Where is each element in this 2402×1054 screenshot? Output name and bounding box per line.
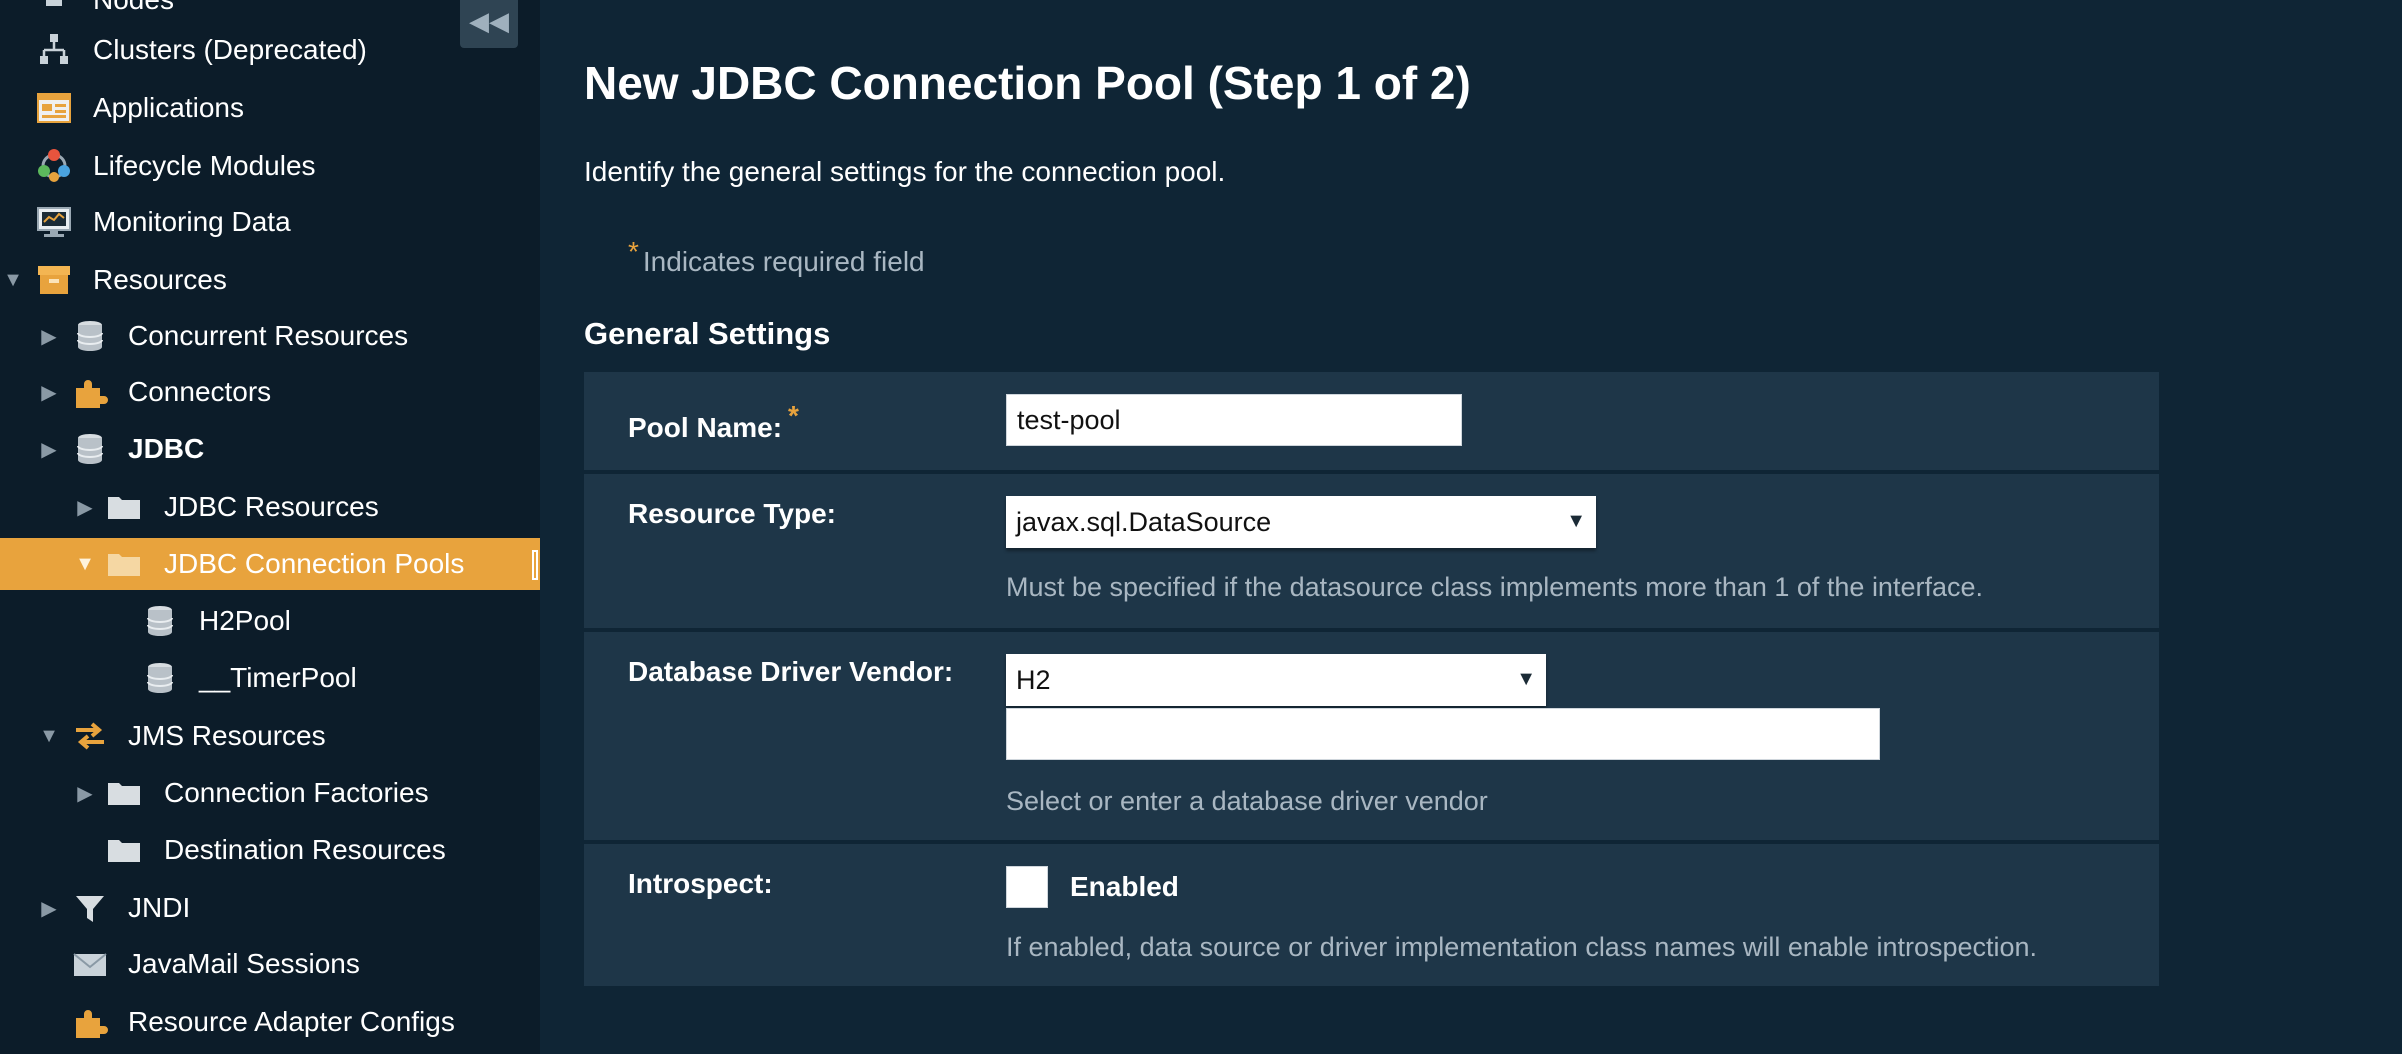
tree-item-jdbc[interactable]: ▶ JDBC (0, 423, 540, 475)
resources-box-icon (38, 266, 70, 294)
database-icon (77, 434, 103, 464)
double-chevron-left-icon: ◀◀ (469, 5, 509, 36)
expand-toggle-icon[interactable]: ▶ (41, 897, 57, 920)
tree-item-applications[interactable]: Applications (0, 82, 540, 134)
pool-name-row: Pool Name:* (584, 372, 2159, 470)
db-driver-vendor-help: Select or enter a database driver vendor (1006, 786, 1488, 816)
tree-item-resources[interactable]: ▼ Resources (0, 254, 540, 306)
tree-item-nodes[interactable]: Nodes (0, 0, 540, 26)
tree-item-jdbc-resources[interactable]: ▶ JDBC Resources (0, 481, 540, 533)
puzzle-icon (76, 1010, 108, 1038)
tree-item-jdbc-connection-pools[interactable]: ▼ JDBC Connection Pools (0, 538, 540, 590)
puzzle-icon (76, 380, 108, 408)
db-driver-vendor-custom-input[interactable] (1006, 708, 1880, 760)
tree-item-label: JMS Resources (128, 720, 326, 751)
db-driver-vendor-label: Database Driver Vendor: (628, 656, 954, 687)
tree-item-label: Connection Factories (164, 777, 429, 808)
tree-item-h2pool[interactable]: H2Pool (0, 595, 540, 647)
tree-item-label: Connectors (128, 376, 272, 407)
expand-toggle-icon[interactable]: ▶ (77, 496, 93, 519)
tree-item-label: H2Pool (199, 605, 291, 636)
dropdown-arrow-icon: ▼ (1516, 668, 1536, 690)
collapse-sidebar-button[interactable]: ◀◀ (460, 0, 518, 48)
clusters-icon (40, 34, 68, 64)
tree-item-lifecycle-modules[interactable]: Lifecycle Modules (0, 140, 540, 192)
funnel-icon (76, 896, 104, 922)
expand-toggle-icon[interactable]: ▶ (41, 438, 57, 461)
tree-item-monitoring-data[interactable]: Monitoring Data (0, 196, 540, 248)
db-driver-vendor-select[interactable]: H2 ▼ (1006, 654, 1546, 706)
folder-icon (108, 840, 140, 862)
monitoring-data-icon (37, 207, 71, 237)
tree-item-label: JavaMail Sessions (128, 948, 360, 979)
tree-item-label: Nodes (93, 0, 174, 16)
required-marker: * (788, 400, 799, 431)
tree-item-connectors[interactable]: ▶ Connectors (0, 366, 540, 418)
tree-item-label: Lifecycle Modules (93, 150, 316, 181)
required-note-text: Indicates required field (642, 246, 925, 277)
page-title: New JDBC Connection Pool (Step 1 of 2) (584, 57, 1471, 109)
applications-icon (37, 93, 71, 123)
tree-item-clusters[interactable]: Clusters (Deprecated) (0, 24, 540, 76)
database-icon (147, 663, 173, 693)
tree-item-label: Resources (93, 264, 227, 295)
expand-toggle-icon[interactable]: ▶ (77, 782, 93, 805)
tree-item-label: Concurrent Resources (128, 320, 409, 351)
expand-toggle-icon[interactable]: ▼ (75, 552, 95, 575)
tree-item-label: JDBC (128, 433, 205, 464)
expand-toggle-icon[interactable]: ▶ (41, 325, 57, 348)
tree-item-label: __TimerPool (199, 662, 357, 693)
resource-type-help: Must be specified if the datasource clas… (1006, 572, 1983, 602)
tree-item-concurrent-resources[interactable]: ▶ Concurrent Resources (0, 310, 540, 362)
db-driver-vendor-row: Database Driver Vendor: H2 ▼ Select or e… (584, 632, 2159, 840)
exchange-arrows-icon (76, 722, 104, 750)
required-marker: * (628, 236, 639, 267)
resource-type-select[interactable]: javax.sql.DataSource ▼ (1006, 496, 1596, 548)
lifecycle-modules-icon (38, 149, 70, 182)
expand-toggle-icon[interactable]: ▶ (41, 381, 57, 404)
tree-item-jndi[interactable]: ▶ JNDI (0, 882, 540, 934)
navigation-tree: Nodes Clusters (Deprecated) Applications (0, 0, 540, 1054)
tree-item-label: Monitoring Data (93, 206, 291, 237)
tree-item-jms-resources[interactable]: ▼ JMS Resources (0, 710, 540, 762)
tree-item-label: Clusters (Deprecated) (93, 34, 367, 65)
pool-name-input[interactable] (1006, 394, 1462, 446)
page-help-text: Identify the general settings for the co… (584, 156, 1226, 187)
tree-item-javamail-sessions[interactable]: JavaMail Sessions (0, 938, 540, 990)
pool-name-label: Pool Name:* (628, 400, 803, 444)
tree-item-timerpool[interactable]: __TimerPool (0, 652, 540, 704)
introspect-help: If enabled, data source or driver implem… (1006, 932, 2038, 962)
database-icon (147, 606, 173, 636)
required-field-note: *Indicates required field (628, 236, 925, 278)
tree-item-label: JNDI (128, 892, 191, 923)
resource-type-label: Resource Type: (628, 498, 836, 529)
db-driver-vendor-selected-value: H2 (1016, 664, 1051, 695)
tree-item-label: JDBC Connection Pools (164, 548, 465, 579)
tree-item-label: JDBC Resources (164, 491, 379, 522)
tree-item-resource-adapter-configs[interactable]: Resource Adapter Configs (0, 996, 540, 1048)
pool-name-label-text: Pool Name: (628, 412, 783, 443)
nodes-icon (46, 0, 62, 6)
expand-toggle-icon[interactable]: ▼ (39, 724, 59, 747)
dropdown-arrow-icon: ▼ (1566, 510, 1586, 532)
mail-icon (73, 953, 107, 976)
resource-type-selected-value: javax.sql.DataSource (1016, 506, 1272, 537)
tree-item-label: Resource Adapter Configs (128, 1006, 455, 1037)
tree-item-label: Applications (93, 92, 244, 123)
tree-item-destination-resources[interactable]: Destination Resources (0, 824, 540, 876)
folder-icon (108, 783, 140, 805)
tree-item-connection-factories[interactable]: ▶ Connection Factories (0, 767, 540, 819)
folder-icon (108, 497, 140, 519)
sidebar-resize-handle[interactable] (532, 550, 538, 580)
introspect-row: Introspect: Enabled If enabled, data sou… (584, 844, 2159, 986)
introspect-enabled-checkbox[interactable] (1006, 866, 1048, 908)
introspect-enabled-label[interactable]: Enabled (1070, 871, 1179, 902)
resource-type-row: Resource Type: javax.sql.DataSource ▼ Mu… (584, 474, 2159, 628)
section-title: General Settings (584, 316, 831, 351)
folder-icon (108, 554, 140, 576)
database-icon (77, 321, 103, 351)
introspect-label: Introspect: (628, 868, 773, 899)
tree-item-label: Destination Resources (164, 834, 446, 865)
expand-toggle-icon[interactable]: ▼ (3, 268, 23, 291)
